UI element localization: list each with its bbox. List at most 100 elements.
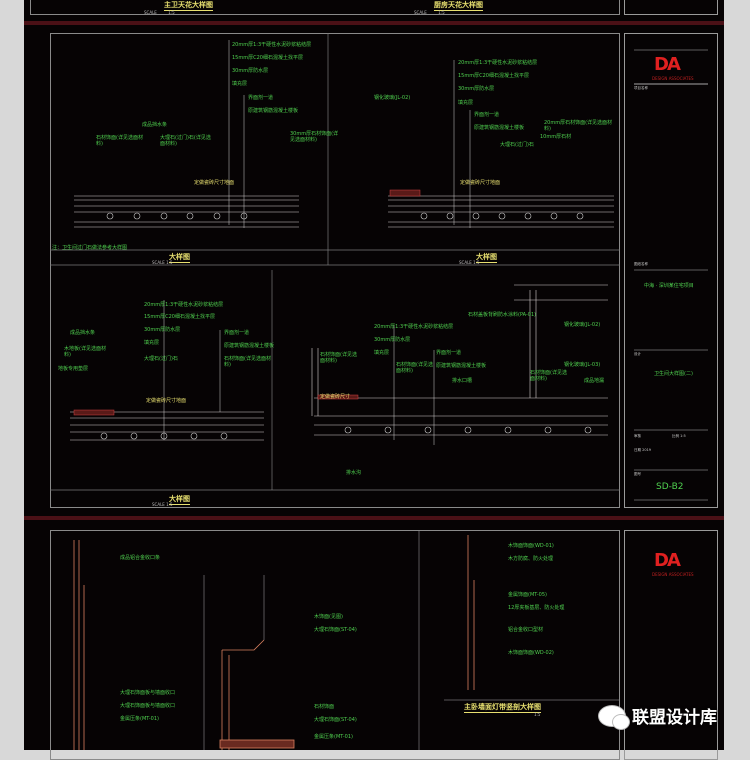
detail-title: 大样图	[476, 253, 497, 263]
note: 填充层	[144, 340, 160, 346]
note: 界面剂一道	[248, 95, 274, 101]
tb-field: 项目名称	[634, 86, 648, 90]
note: 大理石(过门)石(详见选面材料)	[160, 135, 211, 147]
tb-field: 比例 1:5	[672, 434, 686, 438]
drawing-name: 卫生间大样图(二)	[654, 371, 693, 377]
company-logo-sub: DESIGN ASSOCIATES	[652, 76, 694, 81]
sheet1-titleblock	[624, 0, 718, 15]
note: 石材饰面(详见选面材料)	[320, 352, 357, 364]
note: 大理石饰面(ST-04)	[314, 717, 357, 723]
note: 20mm厚1:3干硬性水泥砂浆粘结层	[374, 324, 454, 330]
detail-title: 大样图	[169, 495, 190, 505]
dimension: 定做瓷砖尺寸地面	[460, 180, 501, 186]
note: 20mm厚1:3干硬性水泥砂浆粘结层	[232, 42, 312, 48]
note: 金属饰面(MT-05)	[508, 592, 547, 598]
tb-field: 图纸名称	[634, 262, 648, 266]
company-logo: DA	[654, 550, 681, 571]
note: 15mm厚C20细石混凝土找平层	[458, 73, 529, 79]
note: 金属压条(MT-01)	[314, 734, 353, 740]
note: 木饰面(见图)	[314, 614, 343, 620]
note: 界面剂一道	[474, 112, 500, 118]
note: 30mm厚防水层	[458, 86, 495, 92]
sheet-separator	[24, 516, 724, 520]
note: 排水口槽	[452, 378, 473, 384]
sheet1-frame	[30, 0, 620, 15]
note: 石材饰面(详见选面材料)	[396, 362, 433, 374]
company-logo: DA	[654, 54, 681, 75]
note: 10mm厚石材	[540, 134, 572, 140]
note: 30mm厚防水层	[144, 327, 181, 333]
note: 木饰面饰面(WD-02)	[508, 650, 554, 656]
note: 石材饰面	[314, 704, 335, 710]
note: 木地板(详见选面材料)	[64, 346, 106, 358]
detail-title: 主卧墙面灯带竖剖大样图	[464, 703, 541, 713]
note: 填充层	[458, 100, 474, 106]
note: 石材盖板背刷防水涂料(PA-01)	[468, 312, 537, 318]
note: 大理石(过门)石	[500, 142, 534, 148]
sheet2-titleblock	[624, 33, 718, 508]
note: 钢化玻璃(JL-02)	[564, 322, 601, 328]
note: 30mm厚防水层	[232, 68, 269, 74]
note: 成品挡水条	[142, 122, 168, 128]
dimension: 定做瓷砖尺寸地面	[194, 180, 235, 186]
sheet-separator	[24, 21, 724, 25]
sheet1-scale-right: SCALE 1:5	[414, 10, 445, 15]
note: 成品挡水条	[70, 330, 96, 336]
note: 20mm厚石材饰面(详见选面材料)	[544, 120, 613, 132]
sheet2-frame	[50, 33, 620, 508]
detail-scale: SCALE 1:5	[459, 260, 480, 265]
watermark-text: 联盟设计库	[632, 708, 717, 728]
note: 30mm厚防水层	[374, 337, 411, 343]
sheet1-title-right: 厨房天花大样图	[434, 1, 483, 11]
dimension: 定做瓷砖尺寸	[320, 394, 351, 400]
wechat-icon	[598, 704, 630, 730]
project-name: 中海 · 深圳某住宅项目	[644, 283, 694, 289]
note: 石材饰面(详见选面材料)	[224, 356, 271, 368]
note: 钢化玻璃(JL-03)	[564, 362, 601, 368]
note: 大理石饰面板与墙面收口	[120, 703, 176, 709]
note: 木饰面饰面(WD-01)	[508, 543, 554, 549]
note: 石材饰面(详见选面材料)	[96, 135, 143, 147]
note: 填充层	[232, 81, 248, 87]
detail-scale: SCALE 1:5	[152, 502, 173, 507]
detail-scale: SCALE 1:5	[152, 260, 173, 265]
detail-scale: 1:5	[534, 712, 541, 717]
detail-title: 大样图	[169, 253, 190, 263]
cad-drawing-canvas: 主卫天花大样图 SCALE 1:5 厨房天花大样图 SCALE 1:5	[24, 0, 724, 760]
note: 大理石饰面板与墙面收口	[120, 690, 176, 696]
note: 地板专用垫层	[58, 366, 89, 372]
sheet1-scale-left: SCALE 1:5	[144, 10, 175, 15]
note: 原建筑钢筋混凝土楼板	[224, 343, 275, 349]
note: 界面剂一道	[224, 330, 250, 336]
tb-field: 图号	[634, 472, 641, 476]
sheet3-frame	[50, 530, 620, 760]
note: 界面剂一道	[436, 350, 462, 356]
note: 大理石饰面(ST-04)	[314, 627, 357, 633]
company-logo-sub: DESIGN ASSOCIATES	[652, 572, 694, 577]
general-note: 注：卫生间过门石做法参考大样图	[52, 245, 128, 251]
tb-field: 审核	[634, 434, 641, 438]
note: 钢化玻璃(JL-02)	[374, 95, 411, 101]
note: 填充层	[374, 350, 390, 356]
note: 12厚夹板基层、防火处理	[508, 605, 565, 611]
note: 木方防腐、防火处理	[508, 556, 554, 562]
note: 大理石(过门)石	[144, 356, 178, 362]
drawing-linework	[50, 33, 708, 750]
note: 15mm厚C20细石混凝土找平层	[232, 55, 303, 61]
note: 20mm厚1:3干硬性水泥砂浆粘结层	[144, 302, 224, 308]
dimension: 定做瓷砖尺寸地面	[146, 398, 187, 404]
note: 成品铝合金收口条	[120, 555, 161, 561]
tb-field: 设计	[634, 352, 641, 356]
note: 原建筑钢筋混凝土楼板	[436, 363, 487, 369]
note: 15mm厚C20细石混凝土找平层	[144, 314, 215, 320]
sheet1-title-left: 主卫天花大样图	[164, 1, 213, 11]
note: 20mm厚1:3干硬性水泥砂浆粘结层	[458, 60, 538, 66]
note: 排水沟	[346, 470, 362, 476]
note: 原建筑钢筋混凝土楼板	[474, 125, 525, 131]
note: 金属压条(MT-01)	[120, 716, 159, 722]
tb-field: 日期 2019	[634, 448, 652, 452]
note: 原建筑钢筋混凝土楼板	[248, 108, 299, 114]
note: 石材饰面(详见选面材料)	[530, 370, 567, 382]
watermark: 联盟设计库	[598, 703, 717, 730]
note: 铝合金收口型材	[508, 627, 544, 633]
